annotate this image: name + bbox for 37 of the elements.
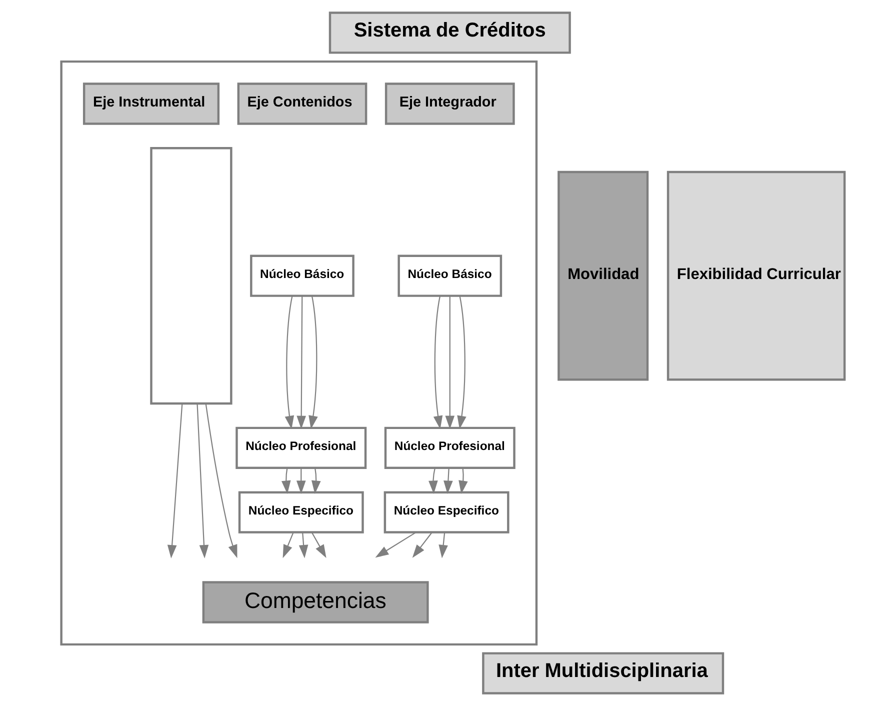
node-box: Eje Integrador — [384, 82, 514, 125]
node-box: Sistema de Créditos — [328, 12, 570, 54]
node-box: Núcleo Básico — [397, 254, 502, 297]
arrow — [296, 296, 306, 430]
node-box: Movilidad — [557, 170, 648, 381]
arrow — [412, 532, 432, 558]
arrow — [444, 296, 454, 430]
arrow — [374, 532, 416, 558]
arrow — [438, 532, 448, 558]
node-box: Flexibilidad Curricular — [666, 170, 846, 381]
arrow — [280, 468, 290, 494]
node-box: Núcleo Básico — [250, 254, 354, 297]
node-box: Eje Contenidos — [236, 82, 367, 125]
node-box: Núcleo Profesional — [384, 426, 515, 470]
arrow — [310, 468, 320, 494]
node-box: Núcleo Especifico — [383, 491, 509, 534]
node-box: Núcleo Profesional — [235, 426, 366, 470]
node-box: Eje Instrumental — [82, 82, 220, 125]
node-box: Núcleo Especifico — [238, 491, 364, 534]
arrow — [458, 468, 468, 494]
arrow — [166, 404, 182, 558]
arrow — [432, 296, 442, 430]
node-box: Competencias — [202, 581, 428, 624]
arrow — [284, 296, 294, 430]
arrow — [282, 532, 294, 558]
arrow — [308, 296, 318, 430]
cluster — [60, 60, 538, 646]
arrow — [456, 296, 466, 430]
arrow — [443, 468, 452, 494]
arrow — [310, 532, 326, 558]
arrow — [428, 468, 438, 494]
node-box: Inter Multidisciplinaria — [482, 652, 724, 694]
arrow — [298, 532, 308, 558]
node-box — [150, 147, 232, 405]
arrow — [196, 404, 208, 558]
arrow — [204, 404, 237, 558]
arrow — [296, 468, 306, 494]
